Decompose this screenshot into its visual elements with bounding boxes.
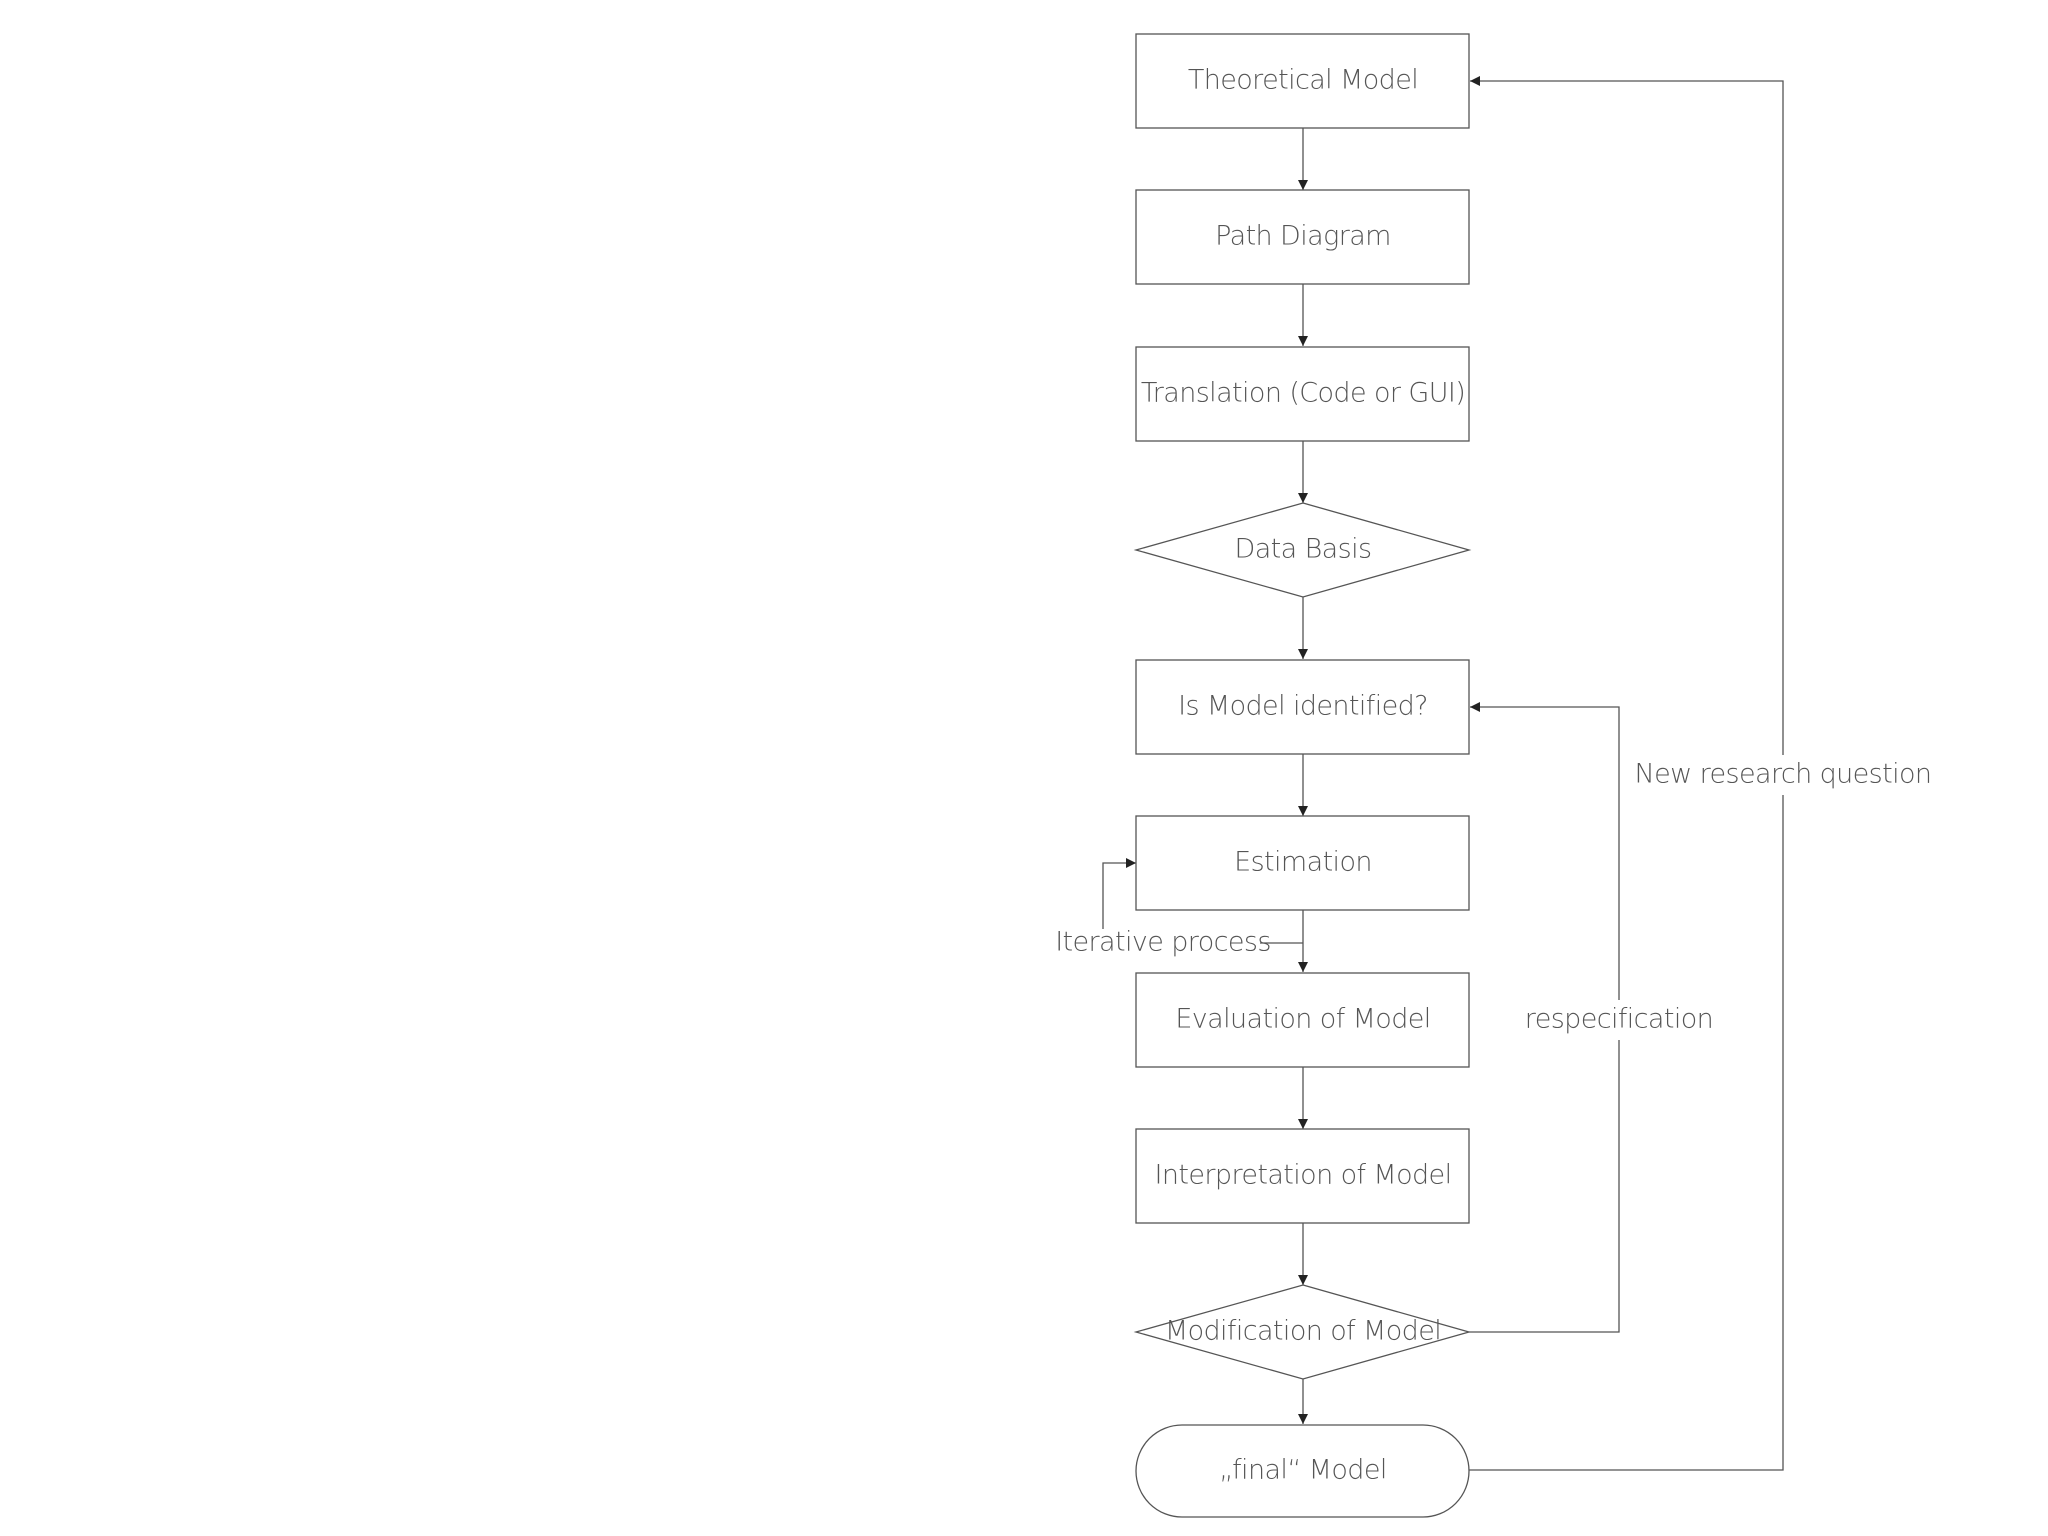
respecification-label-background <box>1533 1000 1705 1040</box>
node-modification-of-model-label: Modification of Model <box>1165 1316 1441 1347</box>
node-translation-label: Translation (Code or GUI) <box>1141 378 1465 409</box>
label-new-research-question: New research question <box>1635 759 1932 790</box>
node-modification-of-model <box>1133 1284 1472 1380</box>
node-final-model <box>1135 1424 1470 1518</box>
node-interpretation-of-model-label: Interpretation of Model <box>1155 1160 1452 1191</box>
node-interpretation-of-model <box>1135 1128 1470 1224</box>
node-data-basis <box>1133 502 1472 598</box>
node-evaluation-of-model-label: Evaluation of Model <box>1175 1004 1430 1035</box>
node-path-diagram <box>1135 189 1470 285</box>
node-path-diagram-label: Path Diagram <box>1215 221 1391 252</box>
node-theoretical-model-label: Theoretical Model <box>1188 65 1418 96</box>
node-estimation-label: Estimation <box>1234 847 1372 878</box>
edge-iterative-process-return <box>1102 858 1136 929</box>
node-theoretical-model <box>1135 33 1470 129</box>
node-is-model-identified-label: Is Model identified? <box>1178 691 1428 722</box>
node-final-model-label: „final“ Model <box>1219 1455 1387 1486</box>
label-respecification: respecification <box>1525 1004 1713 1035</box>
new-research-question-label-background <box>1651 755 1915 795</box>
label-iterative-process: Iterative process <box>1055 927 1271 958</box>
node-is-model-identified <box>1135 659 1470 755</box>
node-evaluation-of-model <box>1135 972 1470 1068</box>
node-data-basis-label: Data Basis <box>1235 534 1372 565</box>
node-translation <box>1135 346 1470 442</box>
node-estimation <box>1135 815 1470 911</box>
